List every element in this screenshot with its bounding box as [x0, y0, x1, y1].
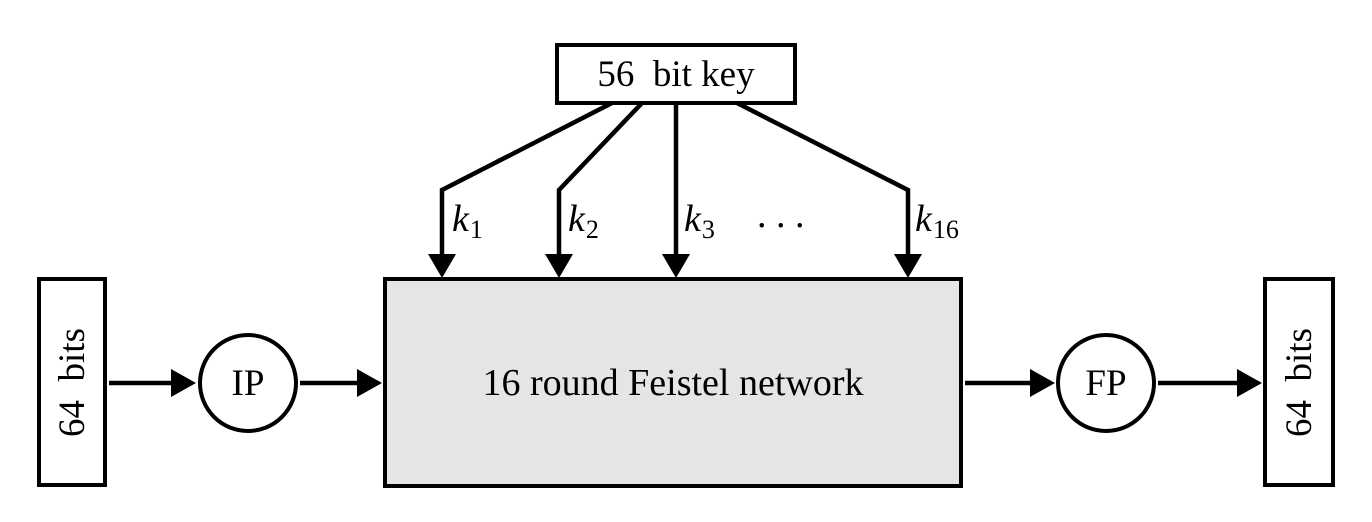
arrow-key-to-k3-head	[662, 254, 690, 278]
arrow-key-to-k1-head	[428, 254, 456, 278]
round-keys-ellipsis: . . .	[757, 194, 805, 236]
arrow-input-to-ip-head	[171, 369, 196, 397]
k1-base: k	[452, 198, 469, 240]
arrow-feistel-to-fp-head	[1030, 369, 1055, 397]
arrow-fp-to-output-head	[1237, 369, 1262, 397]
ip-node-label: IP	[231, 362, 265, 404]
output-bits-label: 64 bits	[1278, 327, 1320, 437]
k16-base: k	[915, 198, 932, 240]
k2-base: k	[568, 198, 585, 240]
fp-node: FP	[1056, 333, 1156, 433]
k16-subscript: 16	[932, 215, 959, 244]
round-key-label-k16: k16	[915, 198, 959, 243]
arrow-key-to-k1-line	[439, 100, 614, 256]
key-box: 56 bit key	[555, 43, 797, 105]
k1-subscript: 1	[469, 215, 483, 244]
round-key-label-k1: k1	[452, 198, 483, 243]
input-bits-label: 64 bits	[51, 327, 93, 437]
ip-node: IP	[198, 333, 298, 433]
arrow-key-to-k16-line	[735, 100, 911, 256]
k3-base: k	[684, 198, 701, 240]
fp-node-label: FP	[1085, 362, 1127, 404]
arrow-key-to-k16-head	[894, 254, 922, 278]
output-bits-box: 64 bits	[1263, 277, 1335, 487]
key-box-label: 56 bit key	[597, 53, 755, 95]
arrow-ip-to-feistel-head	[357, 369, 382, 397]
arrow-key-to-k2-line	[556, 101, 644, 256]
k3-subscript: 3	[701, 215, 715, 244]
k2-subscript: 2	[585, 215, 599, 244]
input-bits-box: 64 bits	[37, 277, 107, 487]
round-key-label-k2: k2	[568, 198, 599, 243]
arrow-key-to-k2-head	[545, 254, 573, 278]
feistel-network-box: 16 round Feistel network	[383, 277, 963, 488]
round-key-label-k3: k3	[684, 198, 715, 243]
feistel-network-label: 16 round Feistel network	[482, 361, 864, 404]
